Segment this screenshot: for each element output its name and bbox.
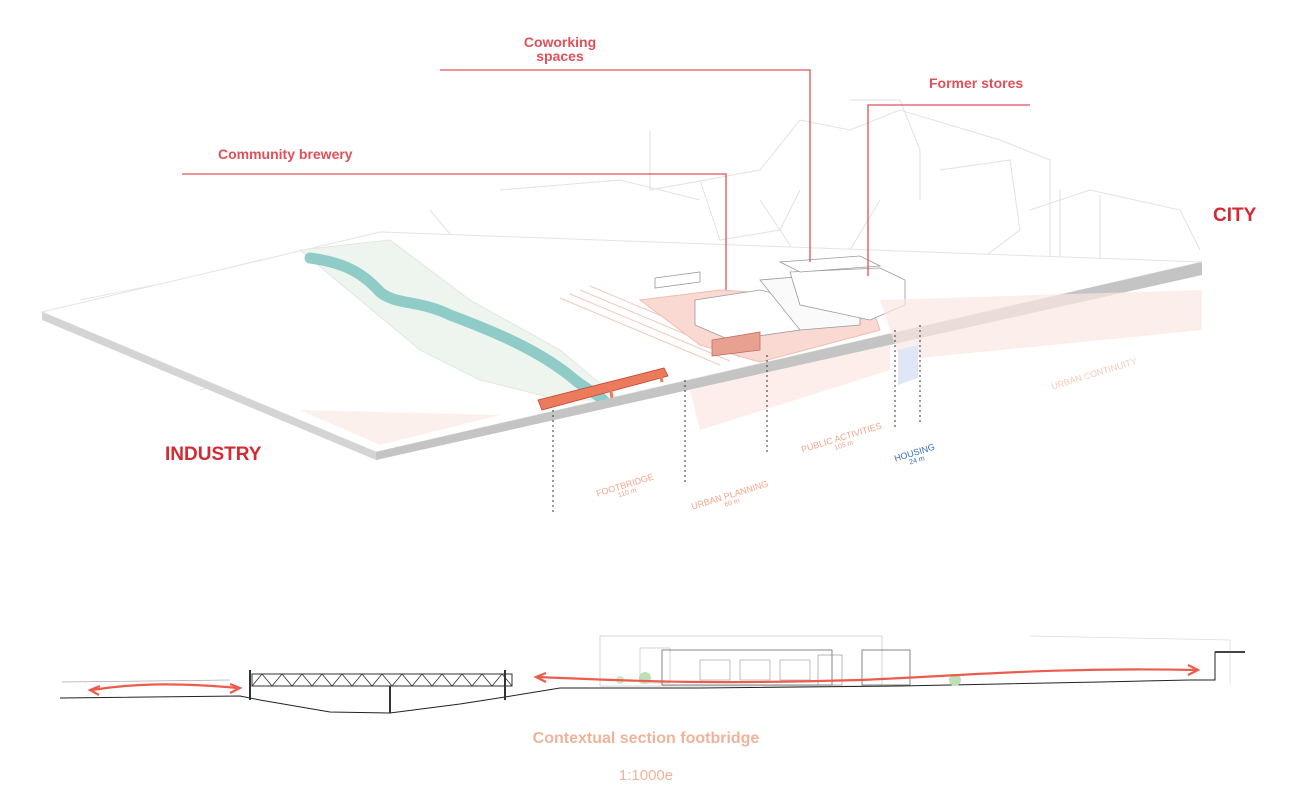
industry-front-zone bbox=[300, 410, 500, 445]
housing-zone bbox=[898, 345, 918, 385]
section-caption-title: Contextual section footbridge bbox=[532, 730, 760, 747]
callout-coworking-label: Coworking spaces bbox=[523, 34, 597, 64]
site-slab-front bbox=[42, 312, 376, 460]
urban-continuity-zone bbox=[880, 290, 1202, 360]
river bbox=[304, 252, 611, 408]
zone-label-industry: INDUSTRY bbox=[165, 444, 262, 465]
callout-leaders bbox=[182, 69, 1030, 290]
public-activities-zone bbox=[690, 345, 890, 430]
footbridge bbox=[537, 367, 669, 411]
callout-coworking-spaces: Coworking spaces bbox=[500, 35, 620, 63]
section-drawing bbox=[59, 635, 1245, 714]
section-arrows bbox=[87, 664, 1201, 696]
callout-former-stores: Former stores bbox=[929, 75, 1024, 91]
measure-lines bbox=[552, 325, 921, 512]
zone-label-city: CITY bbox=[1213, 205, 1257, 226]
buildings-group bbox=[654, 255, 906, 357]
callout-community-brewery: Community brewery bbox=[218, 146, 353, 162]
section-scale: 1:1000e bbox=[618, 767, 674, 784]
